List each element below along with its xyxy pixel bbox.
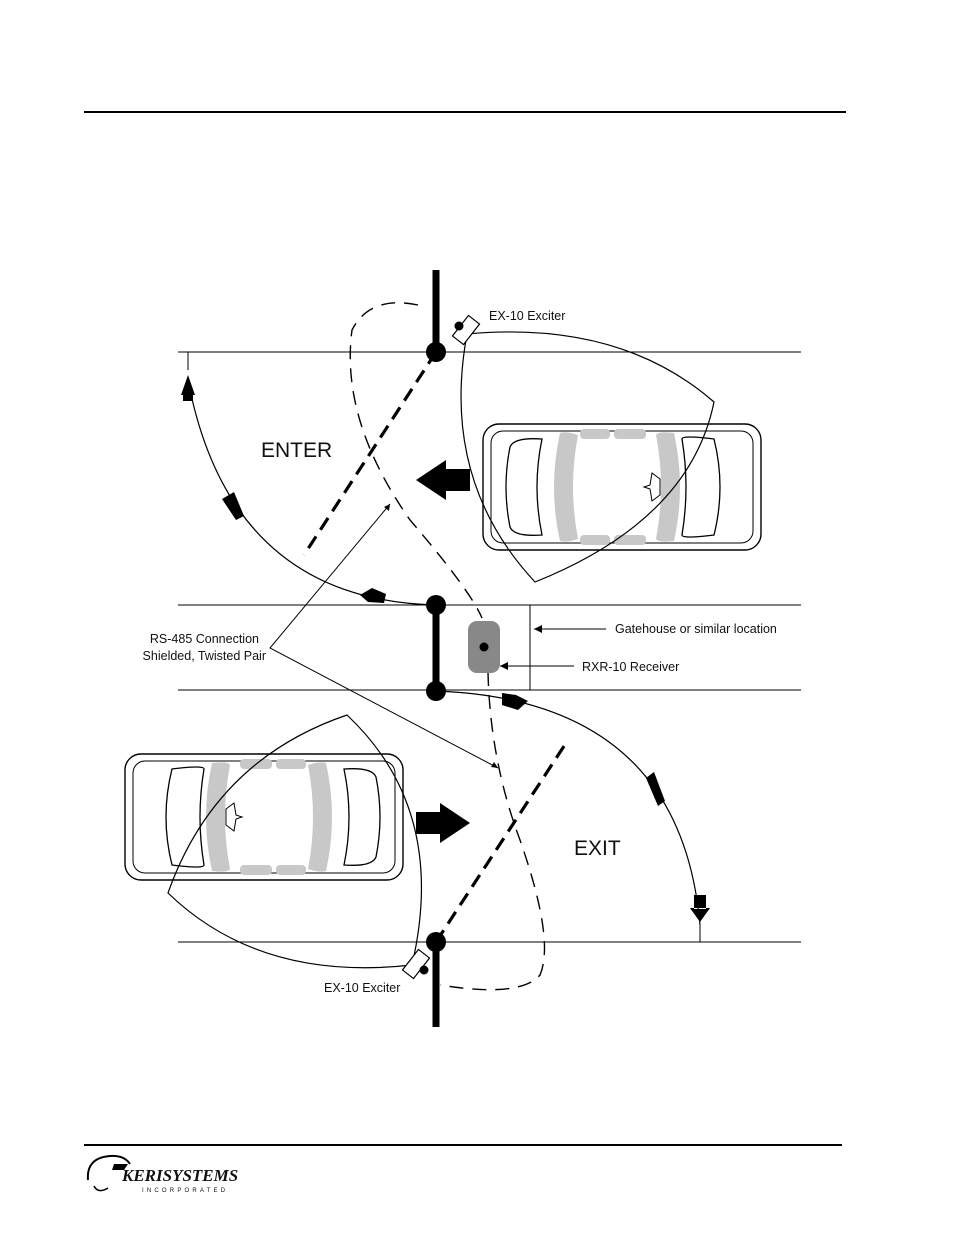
- gate-pivot-top: [426, 342, 446, 362]
- ex10-exciter-top-label: EX-10 Exciter: [489, 309, 565, 323]
- car-enter: [482, 423, 762, 551]
- enter-path-arrow-3: [360, 588, 386, 603]
- gatehouse-label: Gatehouse or similar location: [615, 622, 777, 636]
- enter-path-arrow-1: [181, 375, 195, 401]
- receiver-field-exit: [439, 671, 546, 991]
- enter-path-arrow-2: [222, 492, 244, 520]
- car-exit: [124, 753, 404, 881]
- enter-path: [187, 379, 437, 606]
- logo-text: KERISYSTEMS: [121, 1166, 238, 1185]
- read-field-bottom: [167, 714, 422, 969]
- gate-arm-swing-enter: [302, 351, 438, 556]
- exit-path: [435, 690, 701, 926]
- exit-direction-arrow: [416, 803, 470, 843]
- exit-path-arrow-3: [690, 895, 710, 922]
- ex10-exciter-top: [451, 314, 481, 346]
- footer-rule: [84, 1144, 842, 1146]
- lane-lines: [178, 351, 801, 943]
- exit-path-arrow-1: [502, 693, 528, 710]
- rs485-label-line2: Shielded, Twisted Pair: [143, 649, 266, 663]
- keri-systems-logo: KERISYSTEMS INCORPORATED: [86, 1154, 238, 1194]
- gate-pivot-bottom: [426, 932, 446, 952]
- read-field-top: [460, 331, 715, 583]
- logo-subtext: INCORPORATED: [142, 1188, 228, 1194]
- header-rule: [84, 111, 846, 113]
- exit-label: EXIT: [574, 837, 621, 860]
- receiver-label: RXR-10 Receiver: [582, 660, 679, 674]
- ex10-exciter-bottom-label: EX-10 Exciter: [324, 981, 400, 995]
- gate-arm-swing-exit: [434, 739, 570, 943]
- exit-path-arrow-2: [646, 772, 665, 806]
- enter-label: ENTER: [261, 439, 332, 462]
- rs485-leader: [269, 503, 499, 769]
- rs485-label-line1: RS-485 Connection: [150, 632, 259, 646]
- receiver-field-enter: [349, 302, 483, 619]
- enter-direction-arrow: [416, 460, 470, 500]
